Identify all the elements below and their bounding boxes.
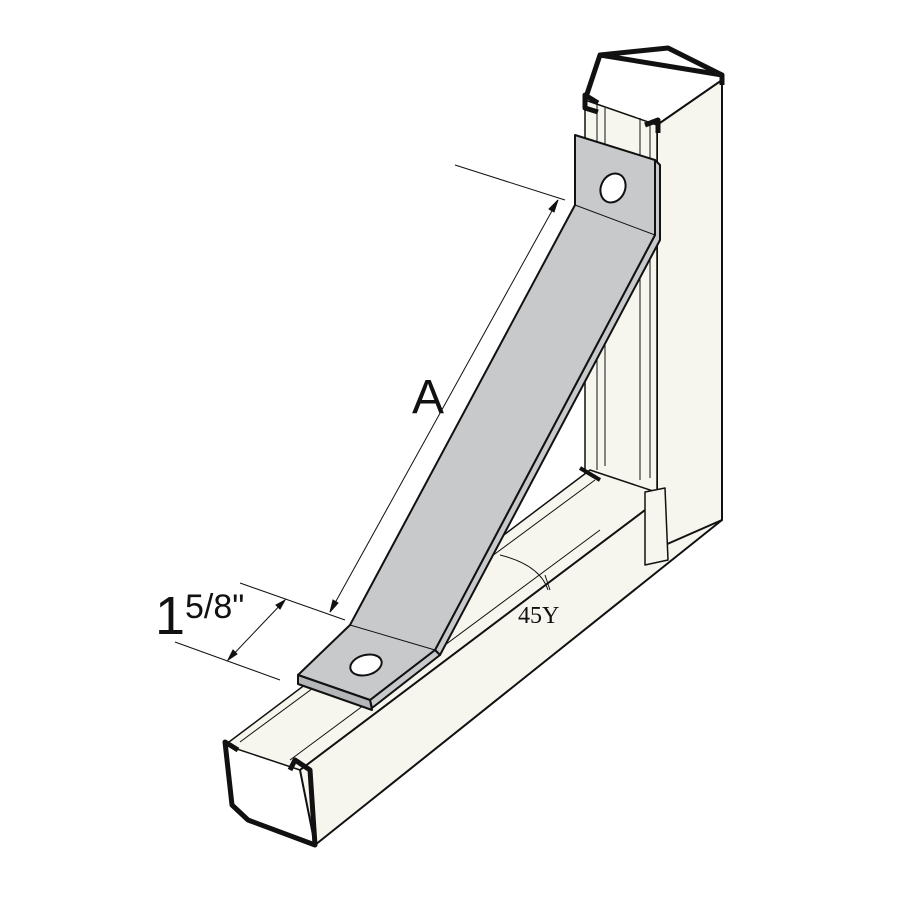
dimension-lines — [174, 164, 566, 681]
dimension-width-whole: 1 — [155, 586, 186, 646]
bottom-bolt-hole — [349, 653, 383, 677]
angle-label: 45Υ — [518, 603, 560, 629]
dimension-width-fraction: 5/8" — [185, 588, 245, 626]
top-bolt-hole — [599, 172, 627, 204]
dimension-a-label: A — [412, 371, 445, 424]
angle-bracket — [297, 134, 661, 711]
